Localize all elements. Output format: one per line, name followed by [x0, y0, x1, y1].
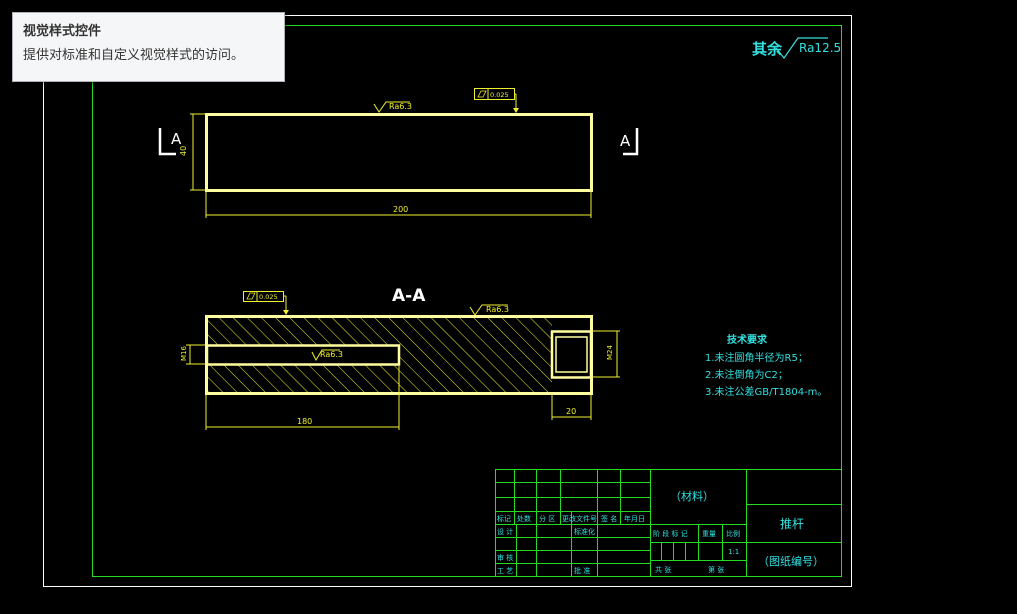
tb-stage-label: 阶 段 标 记	[653, 529, 688, 538]
tb-header: 分 区	[539, 514, 555, 523]
technical-requirements: 技术要求 1.未注圆角半径为R5； 2.未注倒角为C2； 3.未注公差GB/T1…	[705, 333, 827, 398]
tb-material: （材料）	[670, 489, 714, 503]
tech-req-heading: 技术要求	[727, 333, 768, 346]
tech-req-item: 3.未注公差GB/T1804-m。	[705, 385, 827, 398]
end-thread-dim: M24	[606, 345, 614, 360]
end-length-dim: 20	[566, 407, 576, 416]
front-height-dim: 40	[179, 146, 188, 156]
visual-style-tooltip: 视觉样式控件 提供对标准和自定义视觉样式的访问。	[12, 12, 285, 82]
section-label-right: A	[620, 132, 631, 150]
section-roughness-bore-symbol	[311, 349, 340, 362]
tb-header: 签 名	[601, 514, 617, 523]
tb-header: 更改文件号	[562, 514, 597, 523]
tb-sheets-total-label: 共 张	[655, 565, 671, 574]
bore-depth-dim: 180	[297, 417, 312, 426]
title-block	[495, 469, 842, 577]
tb-part-name: 推杆	[780, 517, 804, 531]
tb-standardize-label: 标准化	[574, 527, 595, 536]
section-tolerance: 0.025	[259, 293, 278, 301]
outer-frame	[43, 15, 852, 587]
tb-header: 标记	[497, 514, 511, 523]
title-block-text: 标记 处数 分 区 更改文件号 签 名 年月日 设 计 标准化 审 核 工 艺 …	[497, 489, 824, 575]
section-marker-left	[158, 128, 176, 156]
section-end-pocket	[550, 330, 593, 379]
tooltip-description: 提供对标准和自定义视觉样式的访问。	[23, 48, 245, 63]
tech-req-item: 2.未注倒角为C2；	[705, 368, 788, 381]
section-roughness-top-symbol	[469, 304, 508, 316]
front-view-outline	[205, 113, 593, 192]
section-bore	[205, 344, 401, 366]
finish-note-prefix: 其余	[752, 40, 783, 58]
tb-sheet-no-label: 第 张	[708, 565, 724, 574]
tb-header: 处数	[517, 514, 531, 523]
front-roughness-symbol	[373, 101, 410, 113]
section-roughness-bore: Ra6.3	[320, 350, 343, 359]
tb-designer-label: 设 计	[497, 527, 513, 536]
tb-drawing-number: （图纸编号）	[758, 554, 824, 568]
tb-weight-label: 重量	[702, 530, 716, 538]
section-roughness-top: Ra6.3	[486, 305, 509, 314]
tb-review-label: 审 核	[497, 553, 513, 562]
roughness-symbol	[775, 37, 828, 60]
finish-note-roughness: Ra12.5	[799, 41, 841, 55]
tb-process-label: 工 艺	[497, 567, 513, 575]
section-label-left: A	[171, 130, 182, 148]
section-view: A-A M16 180 M24 20 Ra6.3	[180, 286, 620, 430]
tb-scale-label: 比例	[726, 529, 740, 538]
tb-approve-label: 批 准	[574, 566, 590, 575]
front-length-dim: 200	[393, 205, 408, 214]
bore-dim: M16	[180, 346, 188, 361]
tooltip-title: 视觉样式控件	[23, 24, 102, 39]
finish-note: 其余 Ra12.5	[752, 37, 841, 60]
tb-scale-value: 1:1	[728, 548, 739, 556]
tech-req-item: 1.未注圆角半径为R5；	[705, 351, 808, 364]
inner-frame	[92, 25, 842, 577]
front-roughness: Ra6.3	[389, 102, 412, 111]
section-marker-right	[623, 128, 639, 156]
front-tolerance: 0.025	[490, 91, 509, 99]
front-view: A A 40 200 Ra6.3 0.025	[158, 88, 639, 218]
section-view-title: A-A	[392, 286, 426, 306]
tb-header: 年月日	[624, 514, 645, 523]
